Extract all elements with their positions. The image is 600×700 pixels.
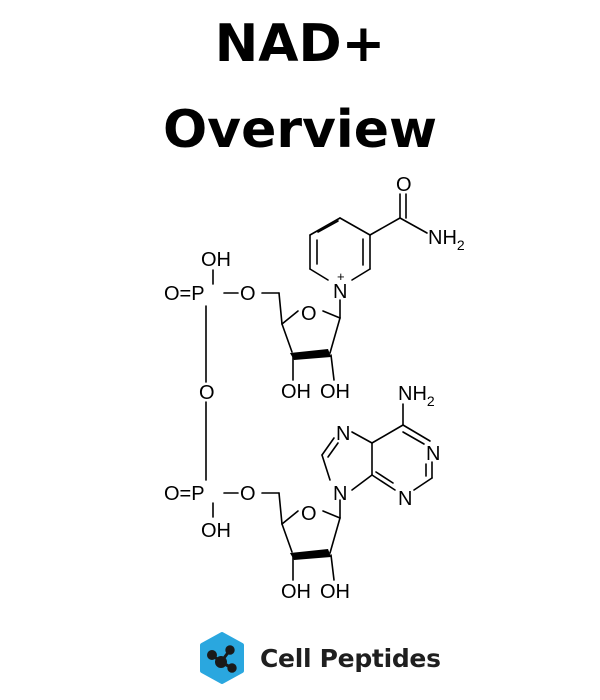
bond bbox=[278, 292, 283, 325]
bond bbox=[371, 424, 404, 444]
ribose-1-hydroxyl-left: OH bbox=[281, 381, 311, 403]
phosphate-bottom-o-double-p: O=P bbox=[164, 483, 205, 505]
ribose-1-ring-oxygen: O bbox=[301, 303, 317, 325]
bond bbox=[309, 268, 329, 281]
title-line-1: NAD+ bbox=[214, 14, 386, 74]
adenine-n7: N bbox=[336, 423, 350, 445]
adenine-group bbox=[321, 403, 433, 491]
adenine-n9: N bbox=[333, 483, 347, 505]
adenine-nh2-label: NH2 bbox=[398, 383, 435, 409]
bond bbox=[329, 517, 341, 554]
bond bbox=[327, 442, 339, 458]
pyrophosphate-bridge-oxygen: O bbox=[199, 382, 215, 404]
bond bbox=[281, 323, 293, 353]
brand-name: Cell Peptides bbox=[260, 643, 441, 673]
bond bbox=[413, 477, 433, 491]
bond bbox=[330, 354, 335, 381]
brand-logo: Cell Peptides bbox=[196, 632, 441, 684]
bond bbox=[351, 268, 371, 281]
bond bbox=[351, 474, 373, 491]
ribose-1 bbox=[261, 292, 341, 381]
bond bbox=[330, 554, 335, 581]
bond bbox=[281, 510, 299, 525]
wedge-bond bbox=[290, 549, 331, 560]
bond bbox=[402, 424, 431, 442]
ribose-2-ring-oxygen: O bbox=[301, 503, 317, 525]
phosphate-top-hydroxyl: OH bbox=[201, 249, 231, 271]
bond bbox=[309, 217, 341, 236]
ribose-1-hydroxyl-right: OH bbox=[320, 381, 350, 403]
ribose-2-hydroxyl-left: OH bbox=[281, 581, 311, 603]
ribose-2-hydroxyl-right: OH bbox=[320, 581, 350, 603]
phosphate-bottom-hydroxyl: OH bbox=[201, 520, 231, 542]
bond bbox=[321, 437, 335, 456]
bond bbox=[322, 510, 341, 519]
bond bbox=[369, 217, 401, 236]
title-line-2: Overview bbox=[162, 100, 438, 160]
cell-peptides-logo-icon bbox=[200, 632, 244, 684]
phosphate-top-o-double-p: O=P bbox=[164, 283, 205, 305]
nicotinamide-group bbox=[309, 193, 428, 319]
bond bbox=[317, 220, 339, 233]
bond bbox=[339, 217, 371, 236]
ribose-2 bbox=[261, 492, 341, 581]
carbonyl-oxygen: O bbox=[396, 174, 412, 196]
bond bbox=[371, 474, 396, 491]
bond bbox=[281, 310, 299, 325]
bond bbox=[375, 471, 394, 484]
bond bbox=[321, 454, 331, 481]
phosphate-bottom-bridge-oxygen: O bbox=[240, 483, 256, 505]
bond bbox=[278, 492, 283, 525]
wedge-bond bbox=[290, 349, 331, 360]
positive-charge: + bbox=[337, 269, 345, 284]
amide-nh2-label: NH2 bbox=[428, 227, 465, 253]
bond bbox=[402, 431, 425, 445]
bond bbox=[351, 431, 373, 444]
bond bbox=[281, 523, 293, 553]
phosphate-top bbox=[205, 269, 239, 383]
pyridinium-nitrogen: N bbox=[333, 281, 347, 303]
bond bbox=[399, 217, 428, 234]
phosphate-top-bridge-oxygen: O bbox=[240, 283, 256, 305]
adenine-n3: N bbox=[398, 488, 412, 510]
bond bbox=[322, 310, 341, 319]
bond bbox=[329, 317, 341, 354]
phosphate-bottom bbox=[205, 401, 239, 518]
adenine-n1: N bbox=[426, 443, 440, 465]
